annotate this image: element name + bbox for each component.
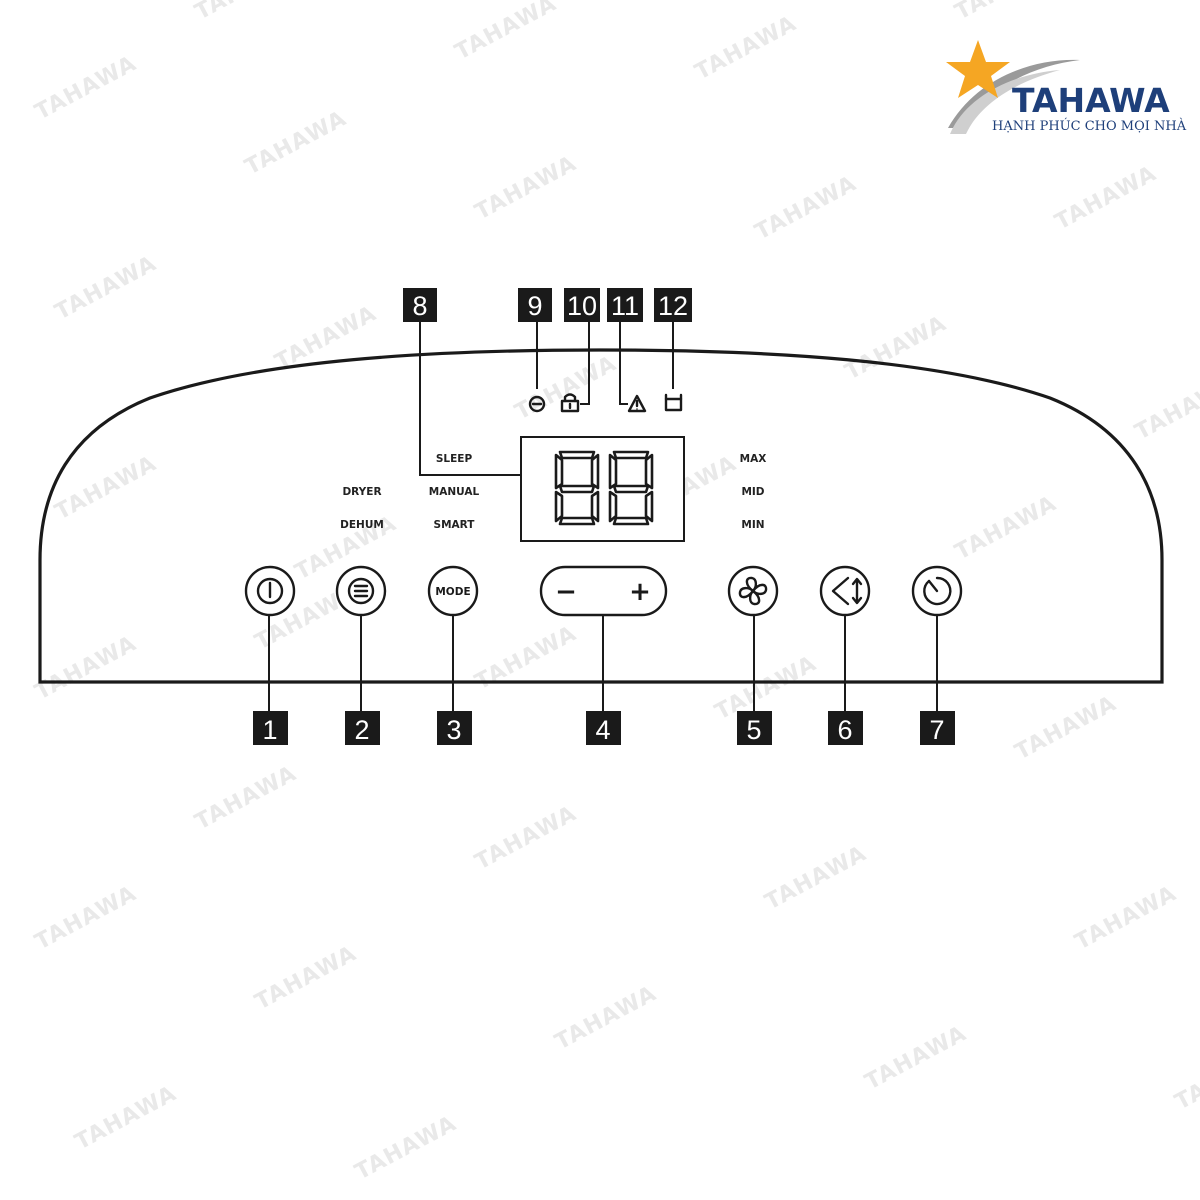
label-max: MAX: [740, 453, 767, 465]
watermark-text: TAHAWA: [951, 491, 1061, 565]
watermark-text: TAHAWA: [1131, 371, 1200, 445]
watermark-text: TAHAWA: [191, 761, 301, 835]
brand-logo: TAHAWA HẠNH PHÚC CHO MỌI NHÀ: [946, 40, 1187, 134]
label-dryer: DRYER: [342, 486, 381, 498]
watermark-text: TAHAWA: [761, 841, 871, 915]
callout-2-text: 2: [354, 715, 369, 745]
callout-1-text: 1: [262, 715, 277, 745]
callout-8-text: 8: [412, 291, 427, 321]
watermark-text: TAHAWA: [251, 941, 361, 1015]
callout-2: 2: [345, 711, 380, 745]
watermark-text: TAHAWA: [351, 1111, 461, 1185]
callout-12: 12: [654, 288, 692, 322]
label-smart: SMART: [434, 519, 476, 531]
watermark-text: TAHAWA: [71, 1081, 181, 1155]
callout-10-text: 10: [567, 291, 597, 321]
minus-button[interactable]: −: [555, 577, 577, 607]
swing-button[interactable]: [819, 565, 871, 617]
display-digit-2: [608, 450, 654, 526]
watermark-text: TAHAWA: [471, 151, 581, 225]
watermark-text: TAHAWA: [451, 0, 561, 65]
label-sleep: SLEEP: [436, 453, 473, 465]
watermark-text: TAHAWA: [1171, 1041, 1200, 1115]
callout-6: 6: [828, 711, 863, 745]
logo-name: TAHAWA: [1012, 81, 1170, 120]
watermark-text: TAHAWA: [1011, 691, 1121, 765]
callout-10: 10: [564, 288, 600, 322]
watermark-text: TAHAWA: [31, 881, 141, 955]
digital-display: [520, 436, 685, 542]
callout-7: 7: [920, 711, 955, 745]
leader-lines: [268, 318, 938, 713]
watermark-text: TAHAWA: [31, 51, 141, 125]
callout-7-text: 7: [929, 715, 944, 745]
plus-button[interactable]: +: [629, 577, 651, 607]
watermark-text: TAHAWA: [841, 311, 951, 385]
callout-3: 3: [437, 711, 472, 745]
watermark-text: TAHAWA: [1051, 161, 1161, 235]
watermark-text: TAHAWA: [551, 981, 661, 1055]
callout-1: 1: [253, 711, 288, 745]
logo-tagline: HẠNH PHÚC CHO MỌI NHÀ: [992, 117, 1187, 134]
watermark-text: TAHAWA: [691, 11, 801, 85]
watermark-text: TAHAWA: [31, 631, 141, 705]
watermark-text: TAHAWA: [951, 0, 1061, 25]
watermark-text: TAHAWA: [51, 251, 161, 325]
watermark-text: TAHAWA: [471, 801, 581, 875]
callout-3-text: 3: [446, 715, 461, 745]
watermark-text: TAHAWA: [471, 621, 581, 695]
callout-9-text: 9: [527, 291, 542, 321]
water-tank-icon: [664, 393, 683, 412]
menu-lines-icon: [347, 577, 375, 605]
watermark-text: TAHAWA: [511, 351, 621, 425]
callout-12-text: 12: [658, 291, 688, 321]
callout-9: 9: [518, 288, 552, 322]
swing-icon: [831, 576, 863, 606]
watermark-text: TAHAWA: [751, 171, 861, 245]
callout-5: 5: [737, 711, 772, 745]
watermark-text: TAHAWA: [861, 1021, 971, 1095]
timer-button[interactable]: [911, 565, 963, 617]
label-manual: MANUAL: [429, 486, 480, 498]
callout-11: 11: [607, 288, 643, 322]
logo-star-icon: [946, 40, 1010, 98]
power-button[interactable]: [244, 565, 296, 617]
display-digit-1: [554, 450, 600, 526]
label-dehum: DEHUM: [340, 519, 384, 531]
watermark-text: TAHAWA: [241, 106, 351, 180]
mode-button[interactable]: MODE: [427, 565, 479, 617]
minus-circle-icon: [528, 395, 546, 413]
callout-6-text: 6: [837, 715, 852, 745]
callout-11-text: 11: [611, 291, 639, 321]
timer-icon: [923, 576, 952, 606]
mode-button-label: MODE: [435, 586, 470, 598]
fan-speed-button[interactable]: [727, 565, 779, 617]
lock-icon: [560, 393, 580, 413]
logo-swoosh-light-icon: [950, 70, 1060, 134]
callout-4-text: 4: [595, 715, 610, 745]
label-mid: MID: [741, 486, 764, 498]
callout-8: 8: [403, 288, 437, 322]
callout-4: 4: [586, 711, 621, 745]
watermark-text: TAHAWA: [191, 0, 301, 25]
panel-outline: [38, 348, 1164, 684]
function-button[interactable]: [335, 565, 387, 617]
adjust-button[interactable]: − +: [539, 565, 668, 617]
label-min: MIN: [741, 519, 764, 531]
power-icon: [256, 577, 284, 605]
callout-5-text: 5: [746, 715, 761, 745]
fan-icon: [738, 576, 768, 606]
watermark-text: TAHAWA: [1071, 881, 1181, 955]
warning-icon: [627, 394, 647, 413]
